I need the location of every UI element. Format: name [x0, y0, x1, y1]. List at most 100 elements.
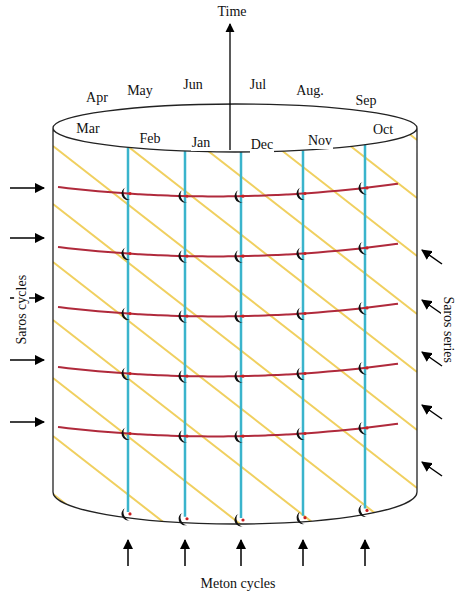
saros-cycle-curve	[58, 184, 398, 197]
saros-series-line	[53, 378, 417, 597]
moon-symbol	[233, 190, 244, 204]
intersection-dot	[365, 366, 368, 369]
intersection-dot	[128, 312, 131, 315]
side-label: Saros series	[440, 296, 455, 365]
moon-symbol	[120, 247, 131, 261]
intersection-dot	[185, 517, 188, 520]
moon-symbol	[295, 187, 306, 201]
intersection-dot	[128, 372, 131, 375]
intersection-dot	[241, 195, 244, 198]
moon-symbol	[295, 512, 306, 526]
month-label: Dec	[250, 137, 275, 152]
intersection-dot	[365, 186, 368, 189]
pointer-arrow	[10, 421, 44, 423]
intersection-dot	[303, 192, 306, 195]
month-label: Feb	[139, 131, 162, 146]
intersection-dot	[365, 509, 368, 512]
moon-symbol	[357, 242, 368, 256]
time-axis	[229, 24, 230, 150]
saros-series-line	[53, 0, 417, 24]
moon-symbol	[177, 310, 188, 324]
pointer-arrow	[422, 462, 442, 476]
cylinder-body	[53, 128, 417, 524]
moon-symbol	[233, 310, 244, 324]
meton-line	[127, 147, 130, 511]
moon-symbol	[357, 362, 368, 376]
moon-symbol	[120, 307, 131, 321]
saros-series-line	[53, 0, 417, 256]
saros-series-line	[53, 0, 417, 140]
saros-series-line	[53, 494, 417, 597]
moon-symbol	[177, 513, 188, 527]
moon-symbol	[357, 302, 368, 316]
intersection-dot	[185, 374, 188, 377]
intersection-dot	[128, 432, 131, 435]
pointer-arrow	[240, 540, 242, 566]
moon-symbol	[120, 367, 131, 381]
saros-series-line	[53, 436, 417, 597]
pointer-arrow	[422, 352, 442, 366]
intersection-dot	[303, 516, 306, 519]
moon-symbol	[357, 504, 368, 518]
pointer-arrow	[364, 540, 366, 566]
moon-symbol	[177, 250, 188, 264]
moon-symbol	[177, 370, 188, 384]
moon-symbol	[233, 250, 244, 264]
moon-symbol	[120, 508, 131, 522]
moon-symbol	[357, 422, 368, 436]
pointer-arrow	[184, 540, 186, 566]
intersection-dot	[303, 432, 306, 435]
moon-symbol	[233, 430, 244, 444]
saros-series-line	[53, 320, 417, 597]
side-label: Saros cycles	[14, 274, 29, 346]
cylinder-outline	[53, 128, 417, 524]
pointer-arrow	[127, 540, 129, 566]
month-label: Jun	[182, 77, 203, 92]
intersection-dot	[365, 306, 368, 309]
saros-cycle-curve	[58, 244, 398, 257]
pointer-arrow	[10, 187, 44, 189]
saros-series-line	[53, 204, 417, 488]
moon-symbol	[295, 427, 306, 441]
intersection-dot	[303, 372, 306, 375]
saros-series-line	[53, 30, 417, 314]
month-label: Mar	[75, 121, 100, 136]
intersection-dot	[241, 255, 244, 258]
saros-series-line	[53, 0, 417, 82]
meton-line	[364, 145, 367, 509]
meton-line	[184, 151, 187, 517]
saros-series-line	[53, 146, 417, 430]
moon-symbol	[295, 307, 306, 321]
pointer-arrow	[10, 359, 44, 361]
meton-line	[302, 150, 305, 515]
intersection-dot	[128, 252, 131, 255]
intersection-dot	[303, 252, 306, 255]
intersection-dot	[128, 192, 131, 195]
intersection-dot	[185, 434, 188, 437]
month-label: Jan	[191, 135, 212, 150]
saros-series-line	[53, 0, 417, 198]
saros-series-line	[53, 88, 417, 372]
moon-symbol	[177, 430, 188, 444]
month-label: Aug.	[295, 83, 325, 98]
month-label: May	[126, 83, 154, 98]
intersection-dot	[241, 518, 244, 521]
moon-symbol	[233, 514, 244, 528]
pointer-arrow	[422, 300, 442, 314]
intersection-dot	[241, 315, 244, 318]
month-label: Apr	[85, 90, 109, 105]
month-label: Oct	[372, 122, 394, 137]
moon-symbol	[295, 367, 306, 381]
pointer-arrow	[302, 540, 304, 566]
month-label: Nov	[307, 133, 333, 148]
intersection-dot	[185, 254, 188, 257]
bottom-label: Meton cycles	[199, 576, 276, 591]
moon-symbol	[295, 247, 306, 261]
moon-symbol	[120, 427, 131, 441]
pointer-arrow	[10, 237, 44, 239]
intersection-dot	[185, 194, 188, 197]
intersection-dot	[365, 426, 368, 429]
axis-label: Time	[216, 4, 247, 19]
moon-symbol	[120, 187, 131, 201]
